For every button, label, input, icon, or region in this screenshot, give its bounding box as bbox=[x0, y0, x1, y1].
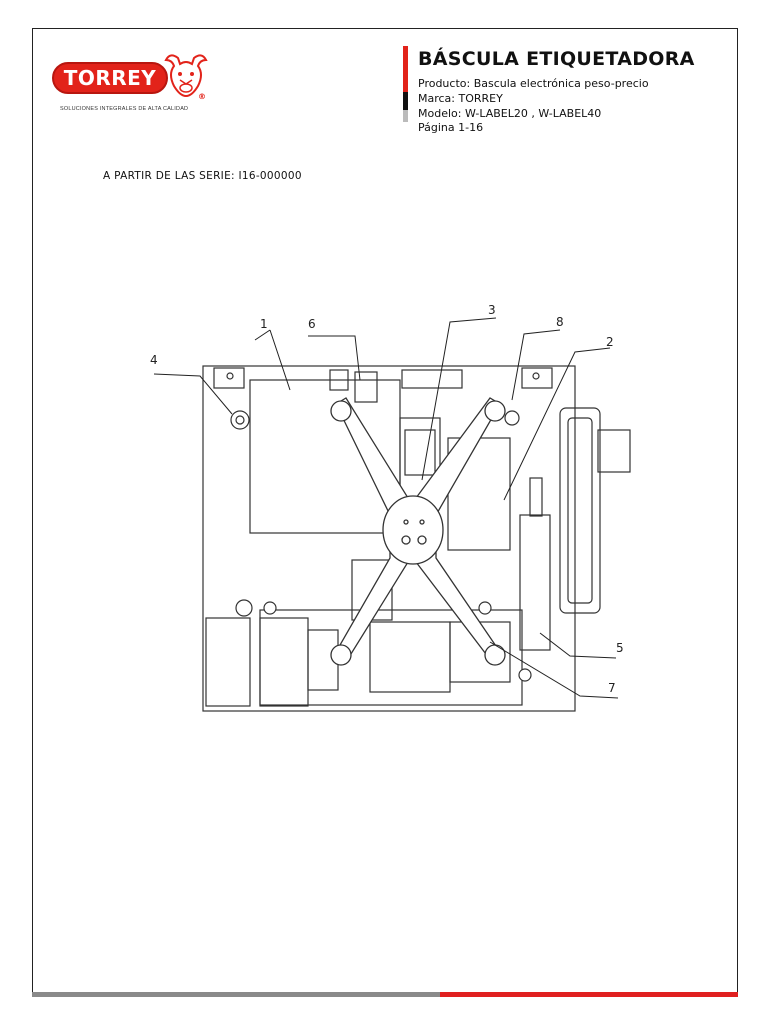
top-connector-right bbox=[521, 367, 553, 389]
scale-internal-diagram: 1 6 3 8 2 4 5 7 bbox=[150, 303, 631, 712]
display-housing bbox=[559, 407, 601, 614]
display-tab bbox=[597, 429, 631, 473]
hole-br bbox=[478, 601, 492, 615]
hole-bl bbox=[263, 601, 277, 615]
battery-cap bbox=[529, 477, 543, 517]
top-connector-left bbox=[213, 367, 245, 389]
leader-8 bbox=[511, 329, 561, 401]
bull-head-icon bbox=[164, 54, 208, 98]
printer-motor bbox=[369, 621, 451, 693]
hub-hole-3 bbox=[403, 519, 409, 525]
logo-wordmark: TORREY bbox=[52, 62, 168, 94]
spider-hub bbox=[382, 495, 444, 565]
printer-roll-left bbox=[205, 617, 251, 707]
hole-tl bbox=[226, 372, 234, 380]
leader-2 bbox=[503, 347, 611, 501]
leader-3 bbox=[421, 317, 497, 481]
callout-1: 1 bbox=[260, 317, 268, 331]
hole-bottom-right bbox=[518, 668, 532, 682]
leader-5 bbox=[539, 632, 617, 659]
model-line: Modelo: W-LABEL20 , W-LABEL40 bbox=[418, 107, 602, 120]
printer-module bbox=[259, 609, 523, 706]
spider-end-bl bbox=[330, 644, 352, 666]
printer-head bbox=[259, 617, 309, 707]
nut-bottom bbox=[235, 599, 253, 617]
sensor-block bbox=[404, 429, 436, 476]
callout-2: 2 bbox=[606, 335, 614, 349]
leader-1 bbox=[254, 329, 291, 391]
document-title: BÁSCULA ETIQUETADORA bbox=[418, 48, 695, 70]
spider-end-tr bbox=[484, 400, 506, 422]
hole-tr bbox=[532, 372, 540, 380]
hub-hole-4 bbox=[419, 519, 425, 525]
logo-tagline: SOLUCIONES INTEGRALES DE ALTA CALIDAD bbox=[60, 106, 189, 112]
page-number: Página 1-16 bbox=[418, 121, 484, 134]
footer-bar-gray bbox=[32, 992, 738, 997]
nut-8 bbox=[504, 410, 520, 426]
spider-end-tl bbox=[330, 400, 352, 422]
spider-end-br bbox=[484, 644, 506, 666]
top-connector-mid bbox=[329, 369, 349, 391]
brand-line: Marca: TORREY bbox=[418, 92, 503, 105]
accent-black bbox=[403, 92, 408, 110]
hub-hole-2 bbox=[417, 535, 427, 545]
chassis-outline bbox=[202, 365, 576, 712]
footer-bar-red bbox=[440, 992, 738, 997]
callout-8: 8 bbox=[556, 315, 564, 329]
product-line: Producto: Bascula electrónica peso-preci… bbox=[418, 77, 649, 90]
accent-gray bbox=[403, 110, 408, 122]
callout-7: 7 bbox=[608, 681, 616, 695]
torrey-logo: TORREY ® SOLUCIONES INTEGRALES DE ALTA C… bbox=[52, 50, 222, 120]
serial-note: A PARTIR DE LAS SERIE: I16-000000 bbox=[103, 170, 302, 182]
registered-mark: ® bbox=[198, 92, 206, 101]
leader-4 bbox=[153, 373, 233, 415]
leader-6 bbox=[308, 335, 361, 381]
header-accent-bar bbox=[403, 46, 408, 122]
callout-6: 6 bbox=[308, 317, 316, 331]
battery-cylinder bbox=[519, 514, 551, 651]
nut-4-inner bbox=[235, 415, 245, 425]
callout-4: 4 bbox=[150, 353, 158, 367]
leader-7 bbox=[489, 641, 619, 699]
top-connector-strip bbox=[401, 369, 463, 389]
callout-5: 5 bbox=[616, 641, 624, 655]
callout-3: 3 bbox=[488, 303, 496, 317]
display-inner bbox=[567, 417, 593, 604]
accent-red bbox=[403, 46, 408, 92]
hub-hole-1 bbox=[401, 535, 411, 545]
top-connector-6 bbox=[354, 371, 378, 403]
